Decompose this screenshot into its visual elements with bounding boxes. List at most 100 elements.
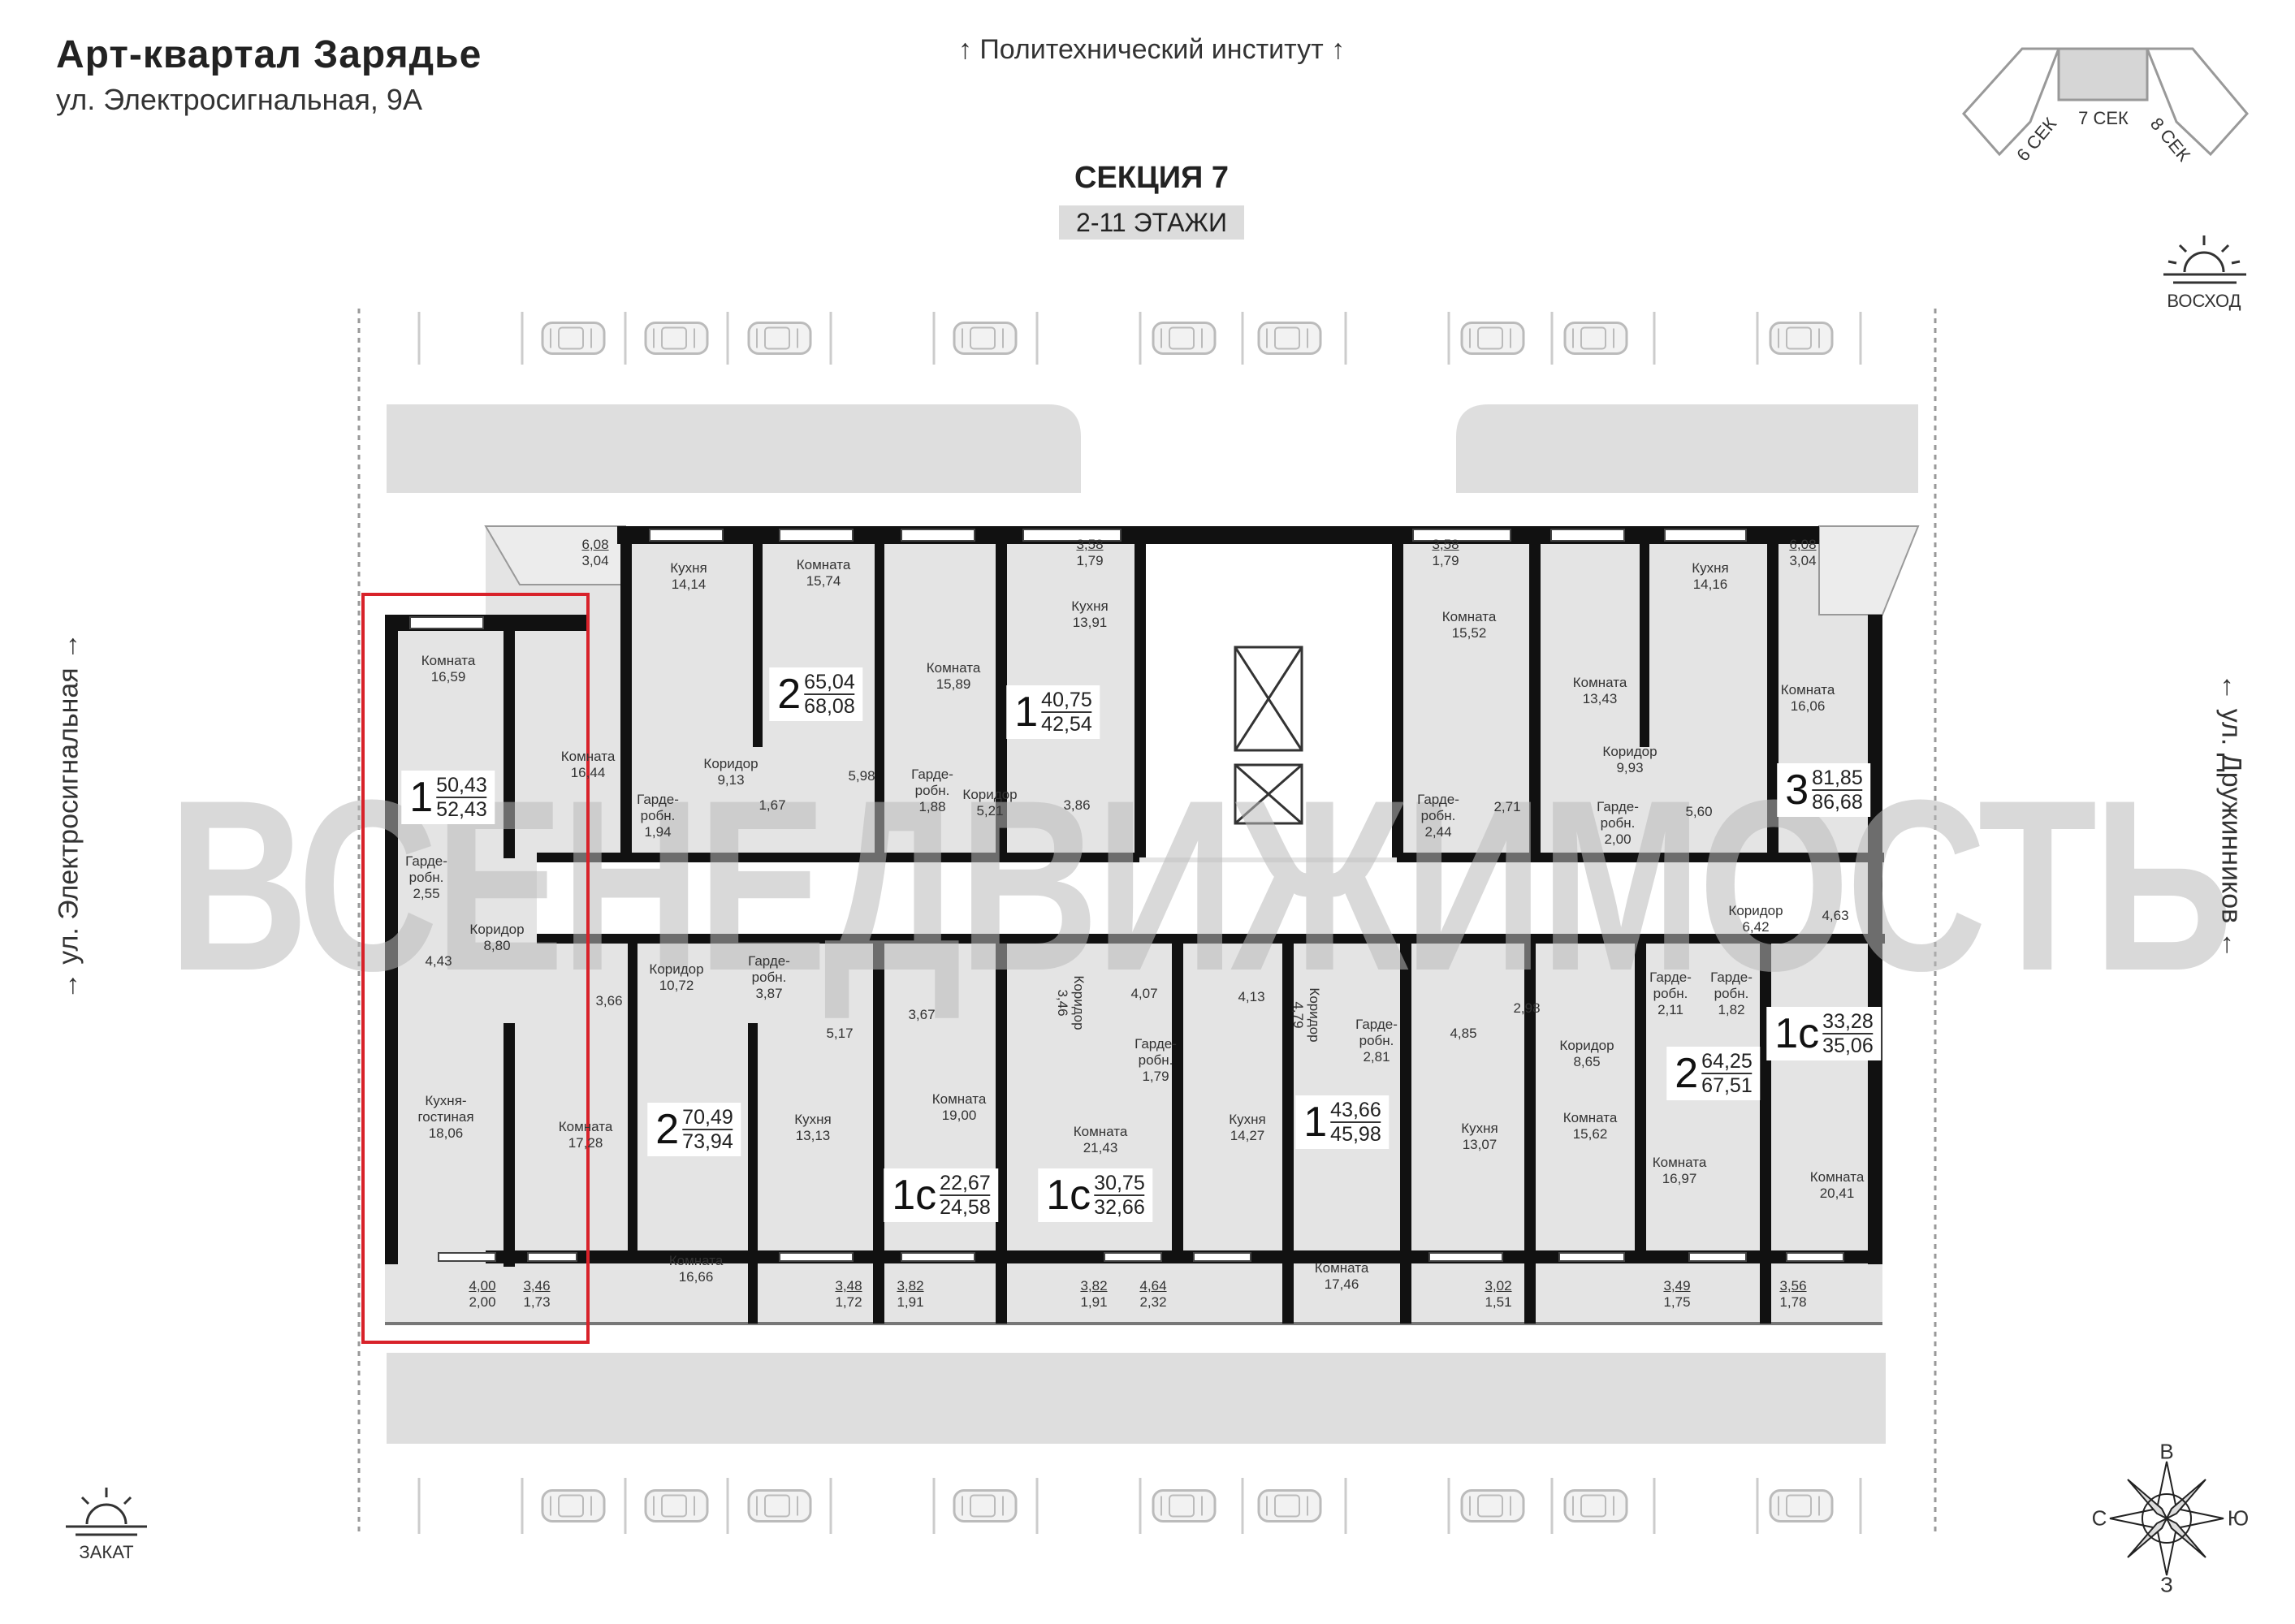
compass-label-right: Ю <box>2227 1505 2250 1531</box>
room-text: 2,44 <box>1424 824 1452 840</box>
balcony-area: 3,82 <box>1080 1278 1108 1294</box>
apartment-area-total: 86,68 <box>1812 791 1863 814</box>
room-text: Кухня <box>1461 1121 1498 1136</box>
apartment-type: 2 <box>1675 1050 1699 1097</box>
minimap-label-7: 7 СЕК <box>2078 108 2129 128</box>
car-icon <box>747 1489 812 1522</box>
car-icon <box>953 322 1018 355</box>
room-text: 4,43 <box>425 953 452 969</box>
balcony-area: 3,49 <box>1663 1278 1691 1294</box>
room-text: Коридор <box>1728 903 1783 918</box>
room-text: Комната <box>1809 1169 1865 1185</box>
car-icon <box>1152 322 1217 355</box>
room-text: Гарде- робн. <box>1135 1036 1177 1068</box>
address: ул. Электросигнальная, 9А <box>56 83 422 116</box>
compass-label-top: В <box>2159 1439 2174 1464</box>
room-text: Коридор <box>1071 975 1087 1030</box>
room-text: 1,91 <box>897 1294 924 1310</box>
apartment-area: 33,28 <box>1822 1010 1874 1034</box>
corridor <box>537 862 1885 934</box>
apartment-area-total: 45,98 <box>1330 1123 1381 1146</box>
sunrise-label: ВОСХОД <box>2167 291 2241 311</box>
room-text: Кухня <box>1071 598 1109 614</box>
balcony-area: 3,56 <box>1779 1278 1807 1294</box>
apartment-area-total: 32,66 <box>1094 1196 1145 1219</box>
room-text: 14,14 <box>671 577 707 592</box>
room-text: Гарде- робн. <box>1597 799 1639 831</box>
room-text: Комната <box>796 557 851 572</box>
balcony-area: 6,08 <box>1789 537 1817 552</box>
room-text: 3,87 <box>755 986 783 1001</box>
room-label: 5,17 <box>826 1026 853 1042</box>
apartment-area-total: 68,08 <box>804 695 855 718</box>
arrow-icon: ← <box>2215 923 2247 959</box>
room-label: 1,67 <box>759 797 785 814</box>
room-text: 3,66 <box>595 993 623 1009</box>
room-text: Гарде- робн. <box>911 767 953 798</box>
room-text: 8,65 <box>1573 1054 1601 1069</box>
room-text: 13,13 <box>795 1128 831 1143</box>
room-text: 1,88 <box>918 799 946 814</box>
room-text: 16,06 <box>1790 698 1826 714</box>
room-text: Комната <box>1652 1155 1707 1170</box>
room-text: 1,94 <box>644 824 672 840</box>
room-label: Гарде- робн.2,11 <box>1649 970 1692 1018</box>
room-text: 2,81 <box>1363 1049 1390 1065</box>
room-text: 1,82 <box>1718 1002 1745 1017</box>
balcony-area: 3,82 <box>897 1278 924 1294</box>
room-text: 3,46 <box>1055 989 1070 1017</box>
apartment-area: 81,85 <box>1812 767 1863 791</box>
room-text: 8,80 <box>483 938 511 953</box>
room-label: Гарде- робн.2,55 <box>405 853 447 902</box>
room-text: 15,89 <box>936 676 971 692</box>
apartment-area-total: 67,51 <box>1701 1074 1753 1097</box>
room-text: Комната <box>1780 682 1835 698</box>
windows <box>409 529 1844 1262</box>
room-text: Комната <box>1562 1110 1618 1125</box>
car-icon <box>1563 1489 1628 1522</box>
selected-apartment-highlight[interactable] <box>361 593 590 1344</box>
arrow-icon: → <box>53 632 84 668</box>
room-text: Комната <box>1572 675 1627 690</box>
room-text: 10,72 <box>659 978 694 993</box>
room-text: 16,44 <box>570 765 606 780</box>
room-text: 9,13 <box>717 772 745 788</box>
room-text: 16,66 <box>678 1269 714 1285</box>
minimap-section-6 <box>1961 47 2061 157</box>
room-label: Гарде- робн.1,88 <box>911 767 953 815</box>
room-text: 19,00 <box>941 1108 977 1123</box>
room-text: 13,91 <box>1072 615 1108 630</box>
room-text: 2,00 <box>1604 831 1632 847</box>
room-text: Комната <box>931 1091 987 1107</box>
room-text: 1,75 <box>1663 1294 1691 1310</box>
